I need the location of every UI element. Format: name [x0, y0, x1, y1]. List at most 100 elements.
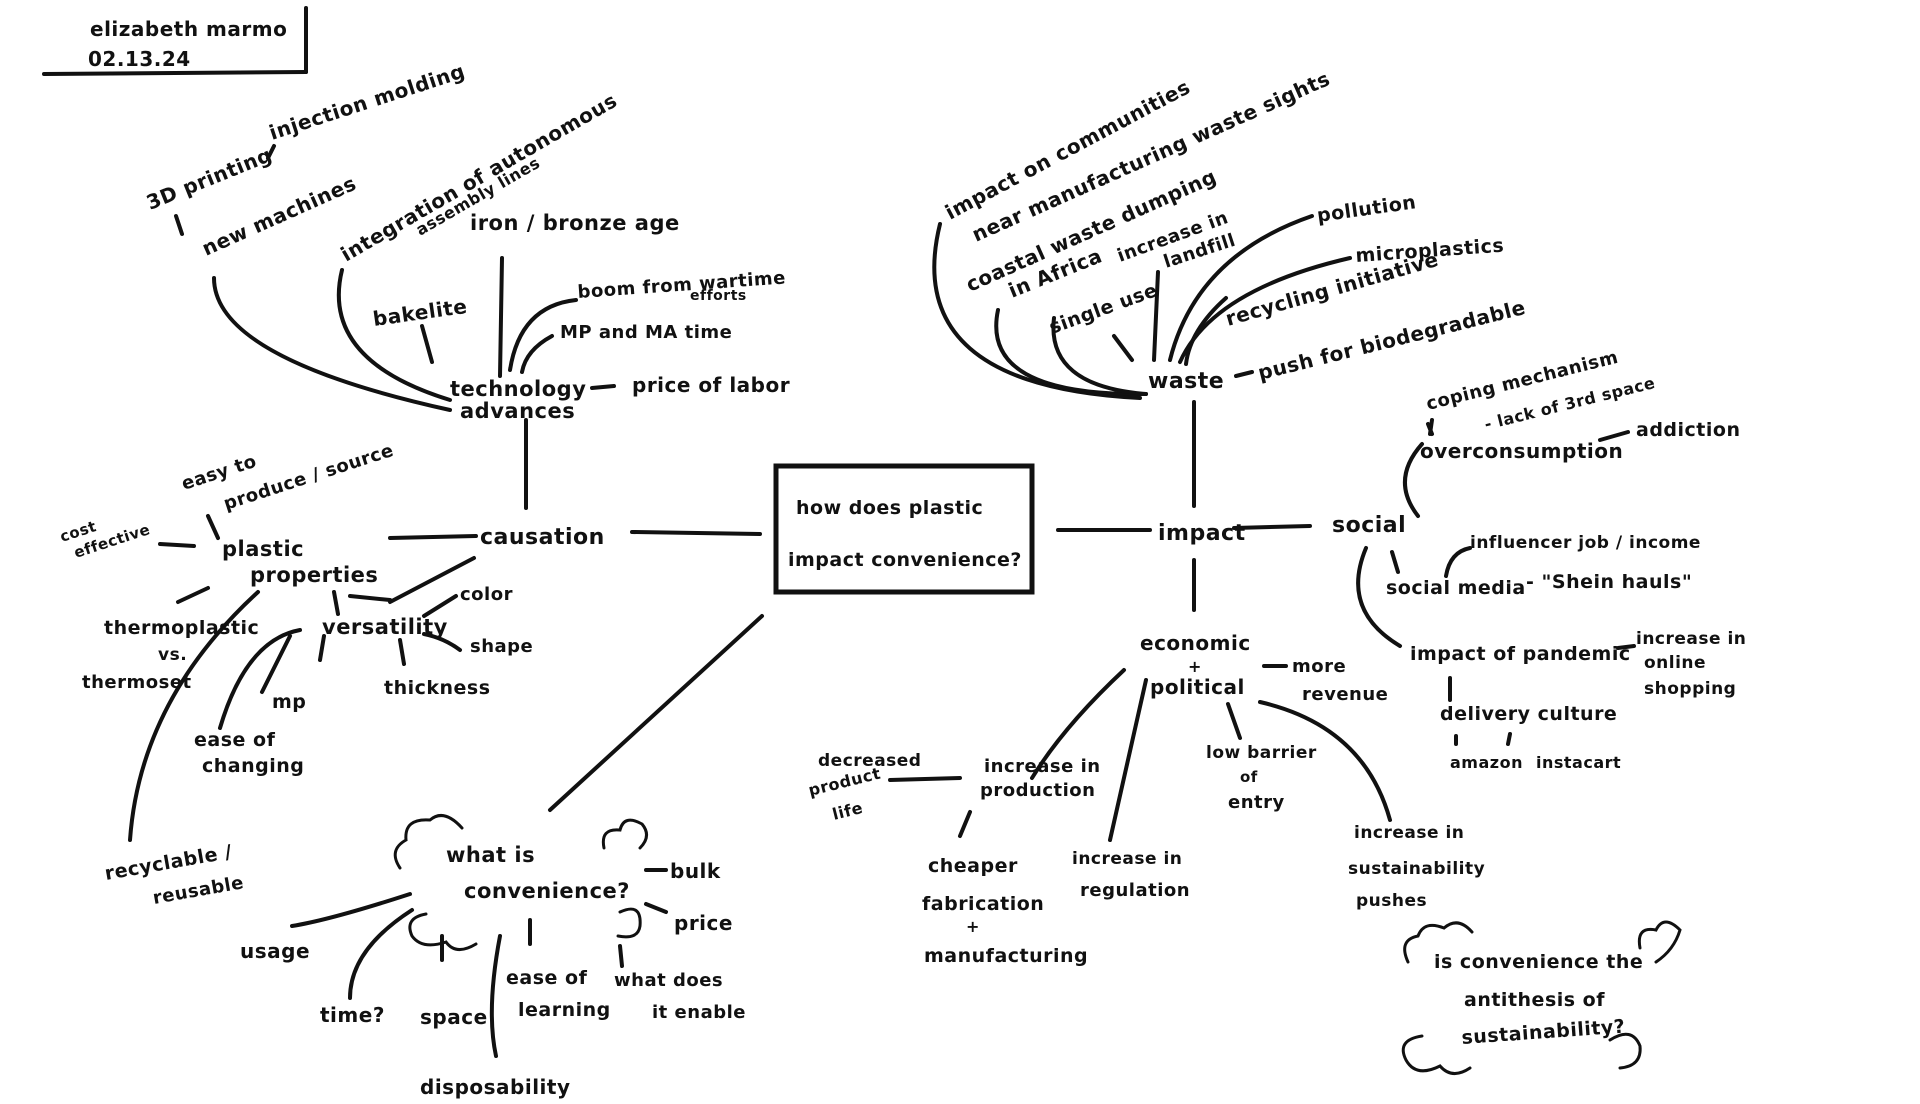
header-underline — [42, 70, 308, 76]
shein-label: - "Shein hauls" — [1526, 571, 1692, 593]
boom-label-line1: boom from wartime — [577, 267, 787, 303]
addiction-label: addiction — [1636, 419, 1740, 441]
sustain-label-line2: sustainability — [1348, 859, 1485, 879]
barrier-label-line3: entry — [1228, 792, 1285, 813]
antithesis-cloud-left — [1401, 1034, 1472, 1075]
plastic-properties-line1: plastic — [222, 537, 304, 561]
economic-label-line3: political — [1150, 675, 1245, 699]
center-text-line1: how does plastic — [796, 497, 983, 519]
antithesis-node: is convenience the antithesis of sustain… — [1401, 920, 1682, 1075]
convenience-cloud-right — [601, 818, 648, 850]
regulation-label-line2: regulation — [1080, 880, 1190, 901]
date-label: 02.13.24 — [88, 47, 191, 71]
usage-label: usage — [240, 939, 310, 963]
instacart-label: instacart — [1536, 753, 1621, 772]
delivery-label: delivery culture — [1440, 703, 1617, 725]
enable-label-line2: it enable — [652, 1002, 746, 1023]
price-label: price — [674, 911, 733, 935]
ease-of-learning-line1: ease of — [506, 967, 588, 989]
center-text-line2: impact convenience? — [788, 549, 1022, 571]
boom-label-line2: efforts — [690, 288, 747, 304]
mp-label: mp — [272, 691, 306, 713]
production-label-line2: production — [980, 780, 1095, 801]
social-media-label: social media — [1386, 577, 1526, 599]
economic-label-line2: + — [1188, 657, 1202, 676]
versatility-label: versatility — [322, 615, 448, 639]
technology-node: technology advances 3D printing injectio… — [143, 59, 790, 423]
bulk-label: bulk — [670, 859, 721, 883]
convenience-label-line1: what is — [446, 843, 535, 867]
thermo-label-line1: thermoplastic — [104, 617, 259, 639]
plastic-properties-node: plastic properties easy to produce / sou… — [58, 440, 397, 909]
cheaper-label-line3: + — [966, 917, 980, 936]
antithesis-line2: antithesis of — [1464, 989, 1605, 1011]
decreased-label-line3: life — [830, 798, 864, 824]
waste-node: waste impact on communities near manufac… — [941, 66, 1528, 394]
overconsumption-label: overconsumption — [1420, 439, 1623, 463]
labor-label: price of labor — [632, 373, 790, 397]
barrier-label-line2: of — [1240, 768, 1258, 786]
waste-label: waste — [1148, 369, 1224, 394]
revenue-label-line2: revenue — [1302, 684, 1388, 705]
sustain-label-line3: pushes — [1356, 891, 1427, 911]
technology-label-line2: advances — [460, 399, 575, 423]
header-block: elizabeth marmo 02.13.24 — [42, 6, 308, 76]
sustain-label-line1: increase in — [1354, 823, 1464, 843]
causation-branch: causation technology advances 3D printin… — [58, 59, 790, 909]
enable-label-line1: what does — [614, 970, 723, 991]
recyclable-label-line2: reusable — [151, 872, 245, 909]
convenience-cloud-left-bottom — [408, 912, 478, 951]
antithesis-line3: sustainability? — [1461, 1016, 1626, 1049]
ease-of-learning-line2: learning — [518, 999, 611, 1021]
antithesis-cloud-right — [1637, 920, 1682, 964]
decreased-label-line1: decreased — [818, 751, 921, 771]
economic-label-line1: economic — [1140, 631, 1251, 655]
antithesis-cloud-top — [1403, 921, 1474, 964]
cheaper-label-line2: fabrication — [922, 893, 1044, 915]
social-label: social — [1332, 513, 1406, 538]
ease-of-changing-line1: ease of — [194, 729, 276, 751]
author-name: elizabeth marmo — [90, 17, 287, 41]
thermo-label-line2: vs. — [158, 645, 187, 665]
causation-label: causation — [480, 525, 605, 550]
impact-label: impact — [1158, 521, 1246, 546]
convenience-cloud-right-bottom — [616, 907, 642, 939]
ease-of-changing-line2: changing — [202, 755, 304, 777]
production-label-line1: increase in — [984, 756, 1101, 777]
color-label: color — [460, 584, 513, 605]
convenience-label-line2: convenience? — [464, 879, 630, 903]
printing-label: 3D printing — [143, 142, 276, 214]
time-label: time? — [320, 1003, 385, 1027]
thickness-label: thickness — [384, 677, 491, 699]
convenience-cloud-left — [393, 814, 464, 870]
space-label: space — [420, 1005, 488, 1029]
cheaper-label-line4: manufacturing — [924, 945, 1088, 967]
convenience-node: what is convenience? bulk price usage ti… — [240, 814, 746, 1099]
iron-age-label: iron / bronze age — [470, 211, 680, 235]
plastic-properties-line2: properties — [250, 563, 378, 587]
antithesis-cloud-bottom-right — [1608, 1032, 1642, 1070]
thermo-label-line3: thermoset — [82, 672, 192, 693]
connector-lines — [128, 144, 1636, 1058]
single-use-label: single use — [1046, 279, 1160, 339]
mp-ma-label: MP and MA time — [560, 322, 732, 343]
antithesis-line1: is convenience the — [1434, 951, 1643, 973]
pandemic-label: impact of pandemic — [1410, 643, 1631, 665]
center-node: how does plastic impact convenience? — [773, 463, 1035, 595]
influencer-label: influencer job / income — [1470, 533, 1701, 553]
online-label-line3: shopping — [1644, 679, 1736, 699]
barrier-label-line1: low barrier — [1206, 743, 1317, 763]
pollution-label: pollution — [1316, 191, 1418, 227]
versatility-node: versatility color shape thickness mp eas… — [194, 584, 533, 777]
shape-label: shape — [470, 636, 533, 657]
cheaper-label-line1: cheaper — [928, 855, 1018, 877]
easy-label-line2: produce / source — [221, 440, 396, 515]
online-label-line1: increase in — [1636, 629, 1746, 649]
disposability-label: disposability — [420, 1075, 571, 1099]
online-label-line2: online — [1644, 653, 1706, 673]
center-box — [773, 463, 1035, 595]
bakelite-label: bakelite — [371, 294, 468, 331]
regulation-label-line1: increase in — [1072, 849, 1182, 869]
technology-label-line1: technology — [450, 377, 586, 401]
